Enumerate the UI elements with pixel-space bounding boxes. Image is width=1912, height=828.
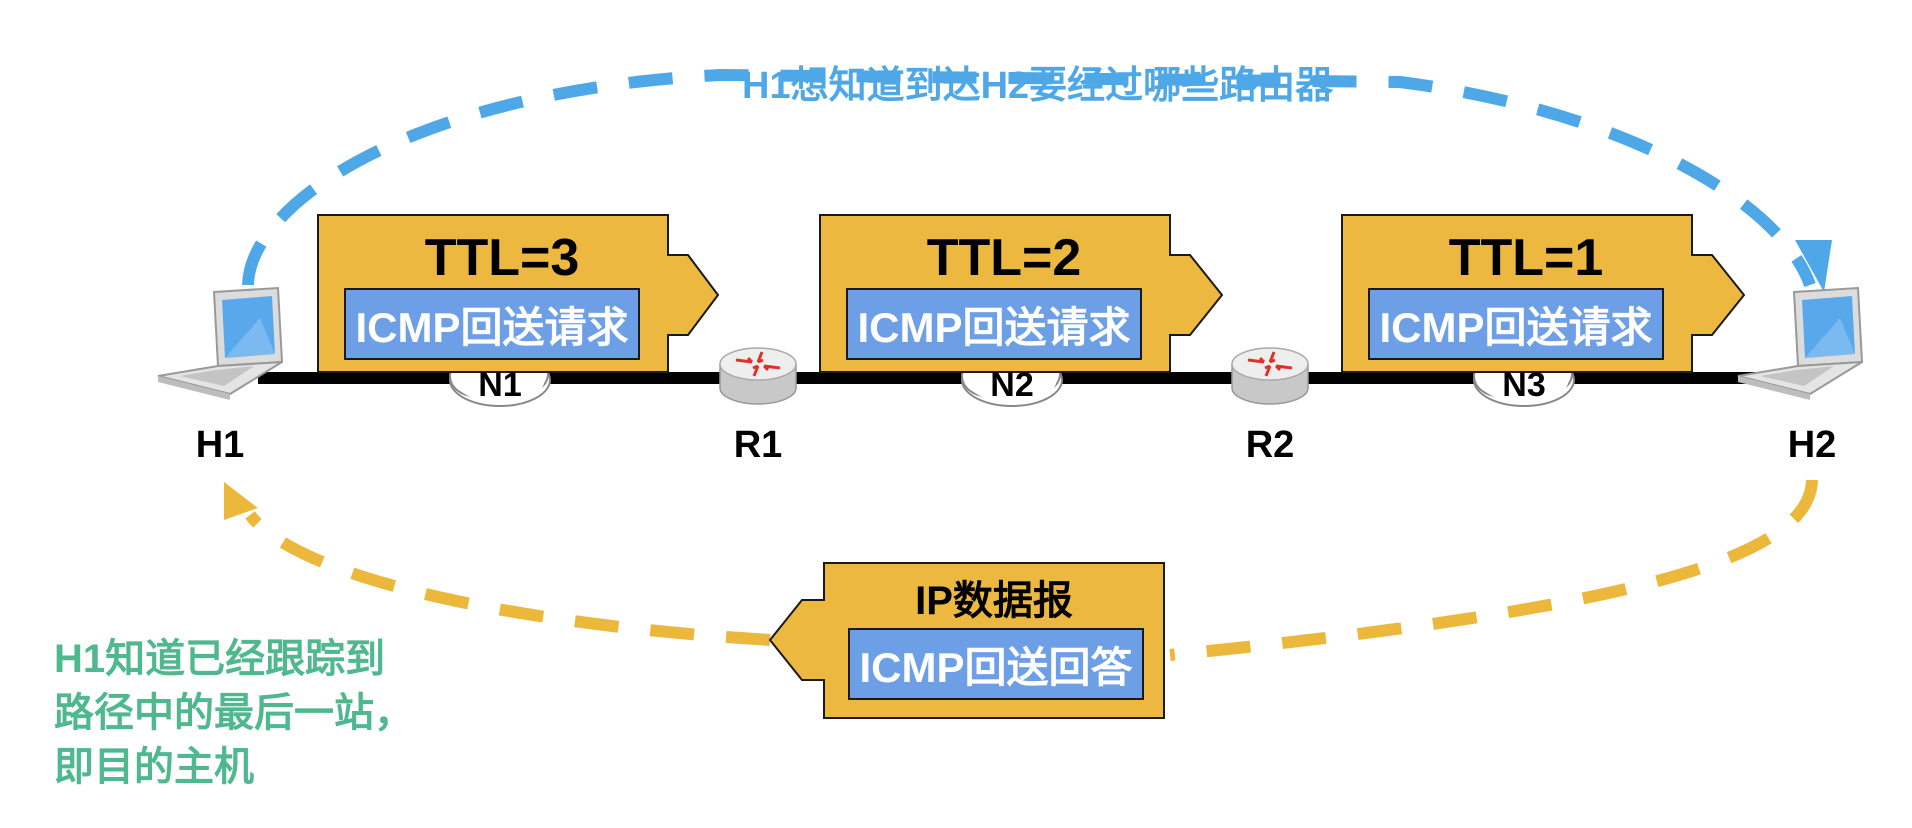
reply-packet-payload: ICMP回送回答 <box>848 628 1144 700</box>
router-icon <box>1231 347 1309 405</box>
laptop-icon <box>1737 286 1864 400</box>
packet-ttl-label: TTL=3 <box>424 229 580 287</box>
node-label-h2: H2 <box>1787 424 1837 466</box>
top-dashed-arc <box>242 68 1816 288</box>
node-label-r2: R2 <box>1245 424 1295 466</box>
bottom-caption-line: H1知道已经跟踪到 <box>54 637 386 681</box>
bottom-dashed-arc <box>245 479 1818 661</box>
packet-payload: ICMP回送请求 <box>1368 288 1664 360</box>
packet-ttl-label: TTL=2 <box>926 229 1082 287</box>
top-arc-arrowhead <box>1795 240 1832 292</box>
network-label-n1: N1 <box>478 366 522 404</box>
bottom-arc-arrowhead <box>224 482 258 520</box>
router-icon <box>719 347 797 405</box>
reply-packet-title: IP数据报 <box>915 579 1073 623</box>
packet-payload: ICMP回送请求 <box>344 288 640 360</box>
bottom-caption-line: 即目的主机 <box>54 745 254 789</box>
packet-payload: ICMP回送请求 <box>846 288 1142 360</box>
node-label-r1: R1 <box>733 424 783 466</box>
network-label-n3: N3 <box>1502 366 1546 404</box>
node-label-h1: H1 <box>195 424 245 466</box>
top-caption: H1想知道到达H2要经过哪些路由器 <box>742 65 1334 107</box>
packet-ttl-label: TTL=1 <box>1448 229 1604 287</box>
laptop-icon <box>157 286 284 400</box>
bottom-caption-line: 路径中的最后一站， <box>54 691 414 735</box>
network-label-n2: N2 <box>990 366 1034 404</box>
bottom-caption: H1知道已经跟踪到 路径中的最后一站， 即目的主机 <box>54 632 414 794</box>
